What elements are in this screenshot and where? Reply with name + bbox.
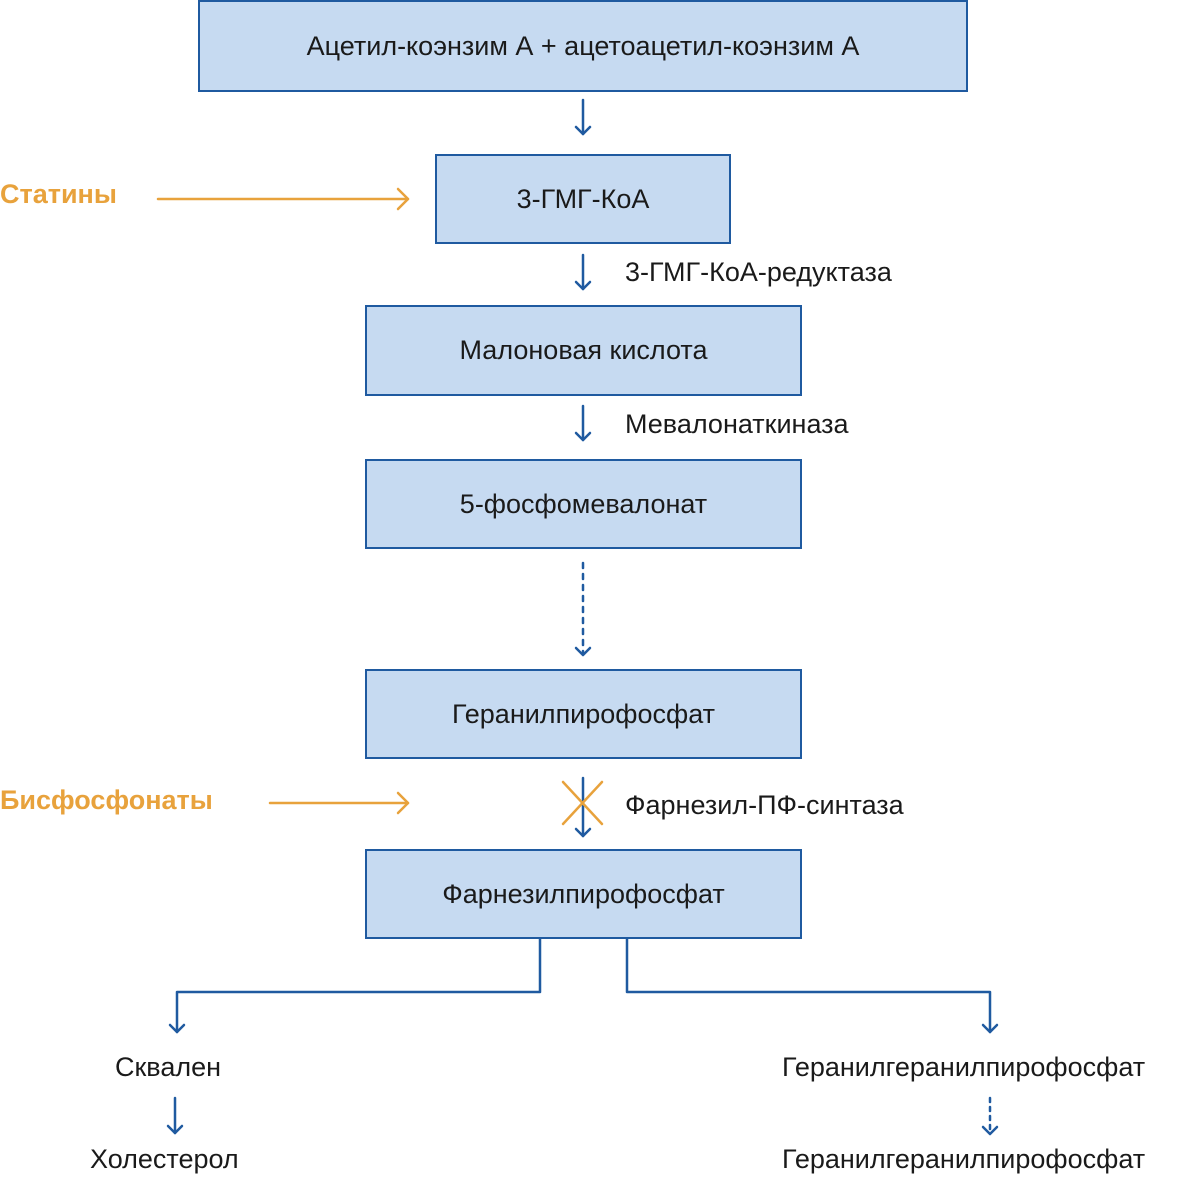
- farnesyl-pp-box: Фарнезилпирофосфат: [365, 849, 802, 939]
- arrow-geranyl-to-farnesyl: [574, 776, 592, 838]
- branch-to-ggpp: [625, 937, 999, 1034]
- phosphomevalonate-box: 5-фосфомевалонат: [365, 459, 802, 549]
- statins-inhibition-arrow: [156, 187, 410, 211]
- statins-label: Статины: [0, 179, 117, 209]
- arrow-malonic-to-phospho: [574, 404, 592, 442]
- arrow-hmg-to-malonic: [574, 253, 592, 291]
- mevalonate-kinase-label: Мевалонаткиназа: [625, 409, 849, 439]
- fpp-synthase-block-x-icon: [561, 780, 604, 826]
- arrow-phospho-to-geranyl-dotted: [574, 561, 592, 657]
- hmg-coa-box: 3-ГМГ-КоА: [435, 154, 731, 244]
- cholesterol-label: Холестерол: [90, 1144, 239, 1174]
- arrow-ggpp-to-ggpp-dotted: [981, 1096, 999, 1136]
- arrow-squalene-to-cholesterol: [166, 1096, 184, 1135]
- geranyl-pp-box: Геранилпирофосфат: [365, 669, 802, 759]
- acetyl-coa-box: Ацетил-коэнзим А + ацетоацетил-коэнзим А: [198, 0, 968, 92]
- arrow-acetyl-to-hmg: [574, 98, 592, 136]
- squalene-label: Сквален: [115, 1052, 222, 1082]
- bisphosphonates-inhibition-arrow: [268, 791, 410, 815]
- bisphosphonates-label: Бисфосфонаты: [0, 785, 213, 815]
- malonic-acid-box: Малоновая кислота: [365, 305, 802, 396]
- fpp-synthase-label: Фарнезил-ПФ-синтаза: [625, 790, 904, 820]
- ggpp-label: Геранилгеранилпирофосфат: [782, 1052, 1146, 1082]
- ggpp-label-2: Геранилгеранилпирофосфат: [782, 1144, 1146, 1174]
- hmg-reductase-label: 3-ГМГ-КоА-редуктаза: [625, 257, 892, 287]
- branch-to-squalene: [168, 937, 542, 1034]
